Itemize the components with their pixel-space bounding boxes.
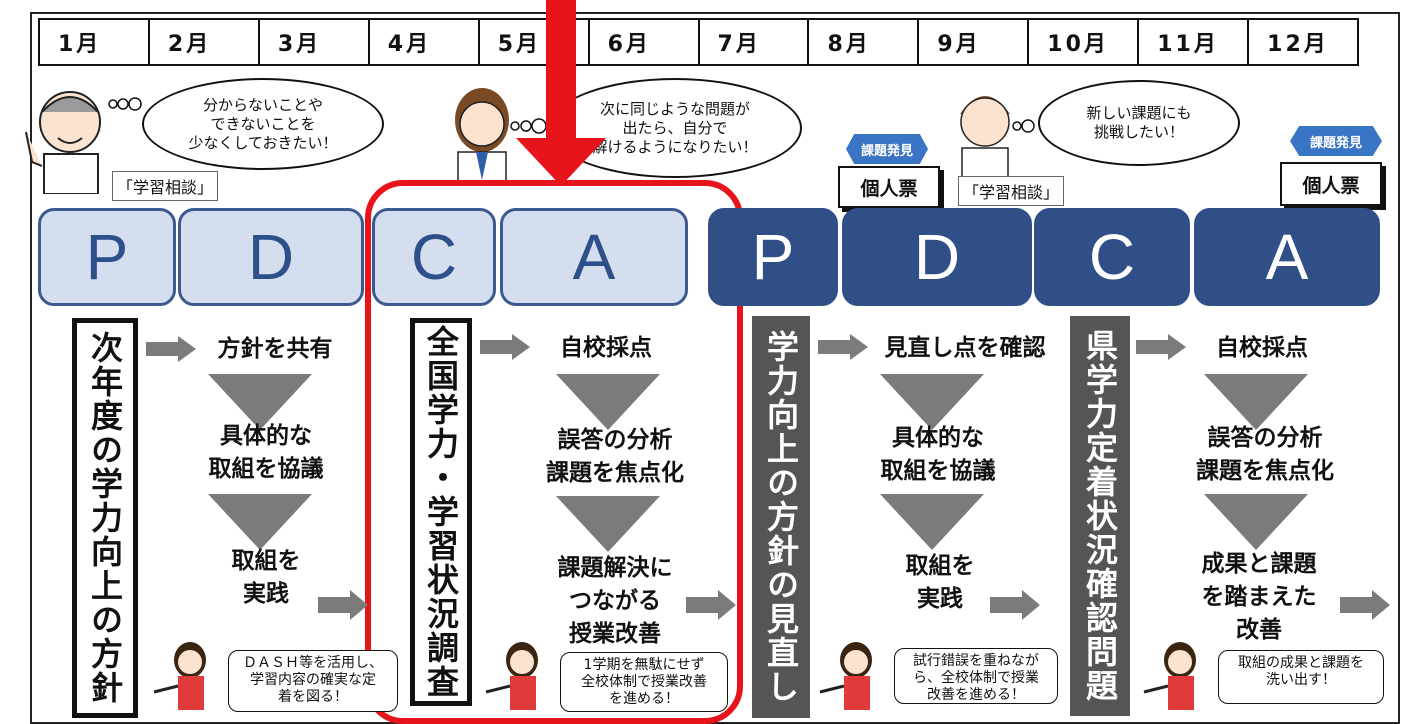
- annual-policy-box: 次年度の学力向上の方針: [72, 318, 138, 718]
- month-cell: 3月: [260, 20, 370, 64]
- month-cell: 4月: [370, 20, 480, 64]
- month-cell: 9月: [919, 20, 1030, 64]
- thought-cloud: 新しい課題にも 挑戦したい！: [1038, 80, 1240, 166]
- step-discuss: 具体的な 取組を協議: [880, 425, 996, 484]
- right-arrow-icon: [818, 334, 868, 360]
- pdca-tile-do: D: [842, 208, 1032, 306]
- pdca-tile-plan: P: [708, 208, 838, 306]
- teacher-pointing-icon: [485, 642, 538, 710]
- highlight-arrow-head: [516, 138, 606, 186]
- teacher-pointing-icon: [1143, 642, 1196, 710]
- down-triangle-icon: [556, 496, 660, 552]
- highlight-frame: [365, 180, 743, 724]
- month-cell: 5月: [480, 20, 590, 64]
- month-cell: 10月: [1029, 20, 1140, 64]
- month-cell: 6月: [590, 20, 700, 64]
- teacher-pointing-icon: [819, 642, 872, 710]
- step-self-scoring: 自校採点: [1216, 335, 1308, 361]
- down-triangle-icon: [1204, 374, 1308, 430]
- student-boy-icon: [960, 96, 1010, 178]
- pdca-tile-check: C: [1034, 208, 1190, 306]
- student-girl-icon: [455, 88, 509, 182]
- teacher-figure-icon: [25, 91, 101, 194]
- national-survey-box: 全国学力・学習状況調査: [410, 318, 472, 706]
- right-arrow-icon: [990, 590, 1040, 620]
- pdca-tile-do: D: [178, 208, 364, 306]
- down-triangle-icon: [208, 494, 312, 550]
- right-arrow-icon: [318, 590, 368, 620]
- pdca-tile-act: A: [500, 208, 688, 306]
- thought-dots: [510, 118, 548, 134]
- month-cell: 2月: [150, 20, 260, 64]
- consult-label: 「学習相談」: [112, 171, 219, 201]
- teacher-note: 取組の成果と課題を 洗い出す！: [1218, 650, 1384, 704]
- thought-dots: [108, 96, 142, 111]
- right-arrow-icon: [1136, 334, 1186, 360]
- down-triangle-icon: [880, 494, 984, 550]
- step-discuss: 具体的な 取組を協議: [208, 423, 324, 482]
- step-practice: 取組を 実践: [905, 553, 975, 612]
- prefecture-test-box: 県学力定着状況確認問題: [1070, 316, 1130, 716]
- individual-report-card: 個人票: [1280, 162, 1382, 206]
- step-class-improvement: 課題解決に つながる 授業改善: [557, 555, 673, 647]
- consult-label: 「学習相談」: [958, 176, 1065, 206]
- right-arrow-icon: [686, 590, 736, 620]
- teacher-note: 1学期を無駄にせず 全校体制で授業改善 を進める！: [560, 652, 728, 712]
- step-improvement: 成果と課題 を踏まえた 改善: [1201, 551, 1317, 643]
- right-arrow-icon: [146, 336, 196, 362]
- step-practice: 取組を 実践: [231, 548, 301, 607]
- step-share-policy: 方針を共有: [217, 336, 333, 362]
- step-review-points: 見直し点を確認: [884, 335, 1046, 361]
- teacher-note: ＤＡＳＨ等を活用し、 学習内容の確実な定 着を図る！: [228, 650, 398, 712]
- issue-badge: 課題発見: [1290, 126, 1382, 156]
- issue-badge: 課題発見: [846, 134, 928, 164]
- right-arrow-icon: [480, 334, 530, 360]
- diagram-frame: [30, 12, 1400, 724]
- step-analysis: 誤答の分析 課題を焦点化: [546, 427, 684, 486]
- thought-dots: [1012, 118, 1042, 133]
- thought-cloud: 分からないことや できないことを 少なくしておきたい！: [142, 78, 384, 170]
- step-analysis: 誤答の分析 課題を焦点化: [1196, 425, 1334, 484]
- month-cell: 8月: [809, 20, 920, 64]
- down-triangle-icon: [556, 374, 660, 430]
- individual-report-card: 個人票: [838, 166, 940, 208]
- teacher-pointing-icon: [153, 642, 206, 710]
- pdca-tile-plan: P: [38, 208, 176, 306]
- month-header: 1月 2月 3月 4月 5月 6月 7月 8月 9月 10月 11月 12月: [38, 18, 1359, 66]
- step-self-scoring: 自校採点: [560, 335, 652, 361]
- month-cell: 7月: [700, 20, 810, 64]
- month-cell: 1月: [40, 20, 150, 64]
- teacher-note: 試行錯誤を重ねなが ら、全校体制で授業 改善を進める！: [894, 648, 1058, 704]
- right-arrow-icon: [1340, 590, 1390, 620]
- month-cell: 11月: [1139, 20, 1250, 64]
- month-cell: 12月: [1267, 32, 1329, 57]
- pdca-tile-act: A: [1194, 208, 1380, 306]
- policy-review-box: 学力向上の方針の見直し: [752, 316, 810, 718]
- pdca-tile-check: C: [372, 208, 496, 306]
- down-triangle-icon: [208, 374, 312, 430]
- highlight-arrow-shaft: [546, 0, 576, 142]
- down-triangle-icon: [1204, 494, 1308, 550]
- down-triangle-icon: [880, 374, 984, 430]
